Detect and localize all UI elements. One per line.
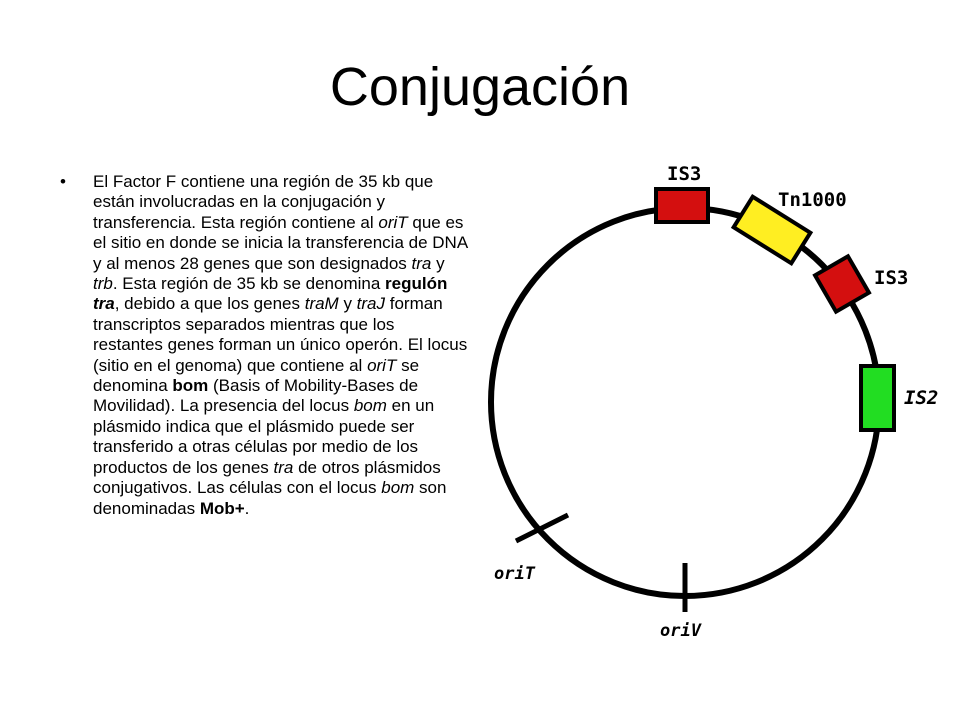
paragraph-run: tra (273, 457, 294, 477)
paragraph-run: que es el sitio en donde se inicia la tr… (93, 212, 468, 273)
paragraph-run: bom (353, 396, 387, 416)
paragraph-run: Mob+ (199, 498, 245, 518)
is2-label: IS2 (904, 387, 938, 409)
oriv-marker: oriV (660, 563, 702, 641)
paragraph-run: y (431, 253, 445, 273)
paragraph-run: de otros plásmidos conjugativos. Las cél… (93, 457, 441, 498)
paragraph-run: y (338, 294, 357, 314)
paragraph-run: oriT (367, 355, 397, 375)
bullet-mark: • (60, 172, 66, 191)
oriv-label: oriV (660, 621, 702, 641)
orit-label: oriT (494, 564, 536, 584)
is3-right-block (812, 253, 872, 315)
paragraph-run: . (244, 498, 250, 518)
paragraph-run: trb (93, 274, 113, 294)
paragraph-run: tra (411, 253, 432, 273)
is3-right-label: IS3 (874, 267, 908, 289)
paragraph-run: en un plásmido indica que el plásmido pu… (93, 396, 435, 477)
paragraph-run: traM (304, 294, 339, 314)
paragraph-run: (Basis of Mobility-Bases de Movilidad). … (93, 376, 419, 416)
paragraph-run: traJ (356, 294, 386, 314)
paragraph-run: bom (381, 478, 415, 498)
paragraph-run: regulón (385, 274, 448, 294)
tn1000-element: Tn1000 (730, 189, 847, 267)
paragraph-run: tra (93, 294, 115, 314)
tn1000-block (730, 193, 814, 267)
orit-marker: oriT (494, 512, 570, 584)
tn1000-label: Tn1000 (778, 189, 847, 211)
bullet-list: • El Factor F contiene una región de 35 … (58, 172, 468, 519)
plasmid-backbone (488, 205, 882, 599)
paragraph-run: se denomina (93, 355, 420, 396)
orit-tick (514, 512, 570, 544)
paragraph-run: . Esta región de 35 kb se denomina (112, 274, 386, 294)
is3-element-right: IS3 (812, 253, 908, 315)
is3-top-label: IS3 (667, 163, 701, 185)
is2-element: IS2 (859, 364, 938, 432)
paragraph-run: oriT (378, 212, 408, 232)
paragraph-run: forman transcriptos separados mientras q… (93, 294, 468, 375)
is3-top-block (654, 187, 710, 224)
plasmid-diagram: IS3 Tn1000 IS3 IS2 oriT oriV (488, 163, 938, 641)
is3-element-top: IS3 (654, 163, 710, 224)
bullet-item: • El Factor F contiene una región de 35 … (58, 172, 468, 519)
is2-block (859, 364, 896, 432)
bullet-paragraph: El Factor F contiene una región de 35 kb… (93, 172, 467, 518)
slide-title: Conjugación (329, 57, 631, 117)
paragraph-run: , debido a que los genes (114, 294, 305, 314)
paragraph-run: El Factor F contiene una región de 35 kb… (93, 172, 434, 232)
paragraph-run: bom (172, 376, 209, 396)
paragraph-run: son denominadas (93, 478, 447, 518)
